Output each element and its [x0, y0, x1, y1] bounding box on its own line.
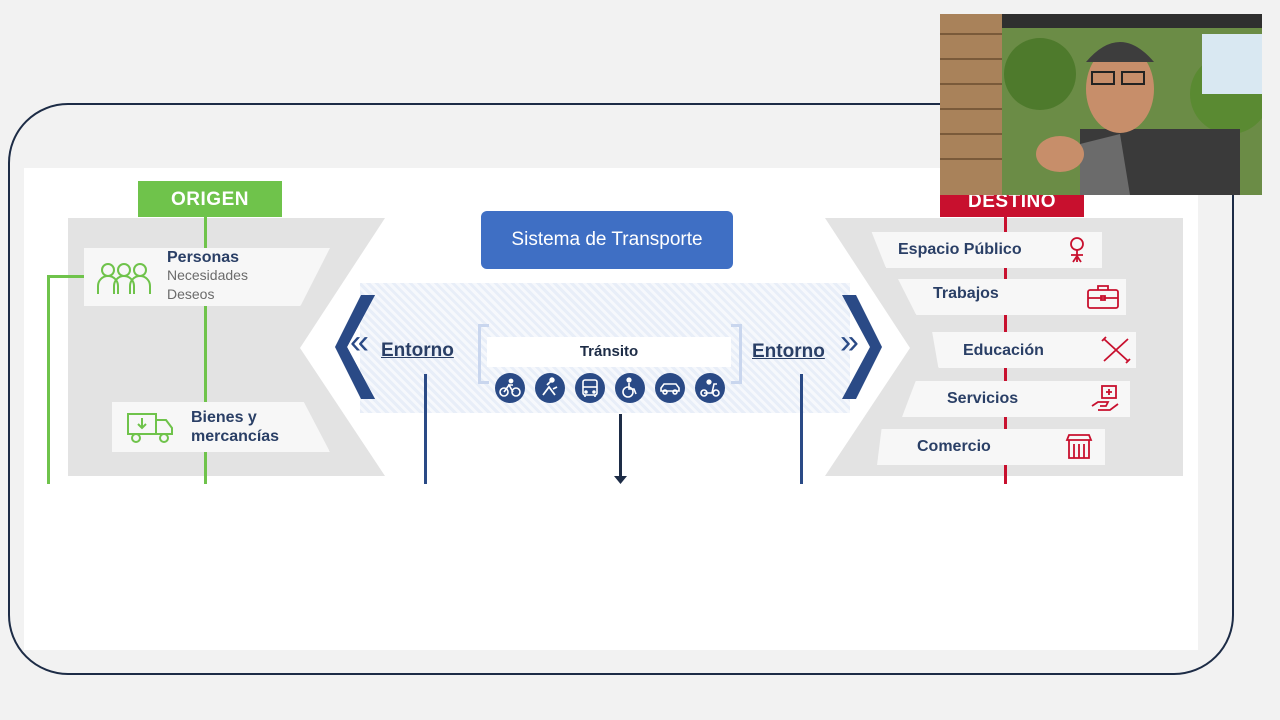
- bus-icon: [575, 373, 605, 403]
- briefcase-icon: [1087, 285, 1119, 309]
- transit-label: Tránsito: [487, 337, 731, 367]
- small-chevrons-right-icon: »: [840, 323, 859, 361]
- destination-label: Trabajos: [933, 285, 999, 302]
- destination-label: Educación: [963, 342, 1044, 359]
- destination-label: Espacio Público: [898, 241, 1022, 258]
- origin-line-left: [47, 276, 50, 484]
- webcam-video: [940, 14, 1262, 195]
- origin-line-branch: [47, 275, 87, 278]
- walking-icon: [535, 373, 565, 403]
- destination-card-comercio: Comercio: [877, 429, 1105, 465]
- destination-card-espacio: Espacio Público: [871, 232, 1102, 268]
- left-entorno-line: [424, 374, 427, 484]
- personas-needs: Necesidades: [167, 267, 248, 283]
- destination-card-trabajos: Trabajos: [898, 279, 1126, 315]
- people-icon: [97, 263, 151, 294]
- bienes-line2: mercancías: [191, 428, 280, 445]
- delivery-truck-icon: [127, 413, 173, 443]
- bienes-card: Bienes y mercancías: [112, 402, 330, 452]
- shop-icon: [1065, 434, 1093, 459]
- personas-title: Personas: [167, 249, 240, 266]
- destination-card-servicios: Servicios: [902, 381, 1130, 417]
- right-entorno-line: [800, 374, 803, 484]
- left-chevron-icon: [335, 295, 375, 399]
- car-icon: [655, 373, 685, 403]
- right-entorno-label: Entorno: [752, 341, 825, 362]
- bicycle-icon: [495, 373, 525, 403]
- person-tree-icon: [1070, 237, 1084, 263]
- medical-hand-icon: [1091, 385, 1119, 411]
- personas-wants: Deseos: [167, 286, 215, 302]
- destination-card-educacion: Educación: [932, 332, 1136, 368]
- small-chevrons-left-icon: «: [350, 323, 369, 361]
- scooter-icon: [695, 373, 725, 403]
- bienes-line1: Bienes y: [191, 409, 257, 426]
- transit-bracket-right: [731, 324, 742, 384]
- transit-arrow-line: [619, 414, 622, 480]
- personas-card: Personas Necesidades Deseos: [84, 248, 330, 306]
- destination-label: Comercio: [917, 438, 991, 455]
- transit-bracket-left: [478, 324, 489, 384]
- origin-line-vertical: [204, 217, 207, 484]
- pencil-ruler-icon: [1101, 336, 1131, 364]
- webcam-scene: [940, 14, 1262, 195]
- down-arrow-icon: [614, 476, 627, 484]
- right-chevron-icon: [842, 295, 882, 399]
- destination-label: Servicios: [947, 390, 1019, 407]
- origin-title: ORIGEN: [138, 181, 282, 217]
- left-entorno-label: Entorno: [381, 340, 454, 361]
- wheelchair-icon: [615, 373, 645, 403]
- system-title-button: Sistema de Transporte: [481, 211, 733, 269]
- slide-frame: [8, 103, 1234, 675]
